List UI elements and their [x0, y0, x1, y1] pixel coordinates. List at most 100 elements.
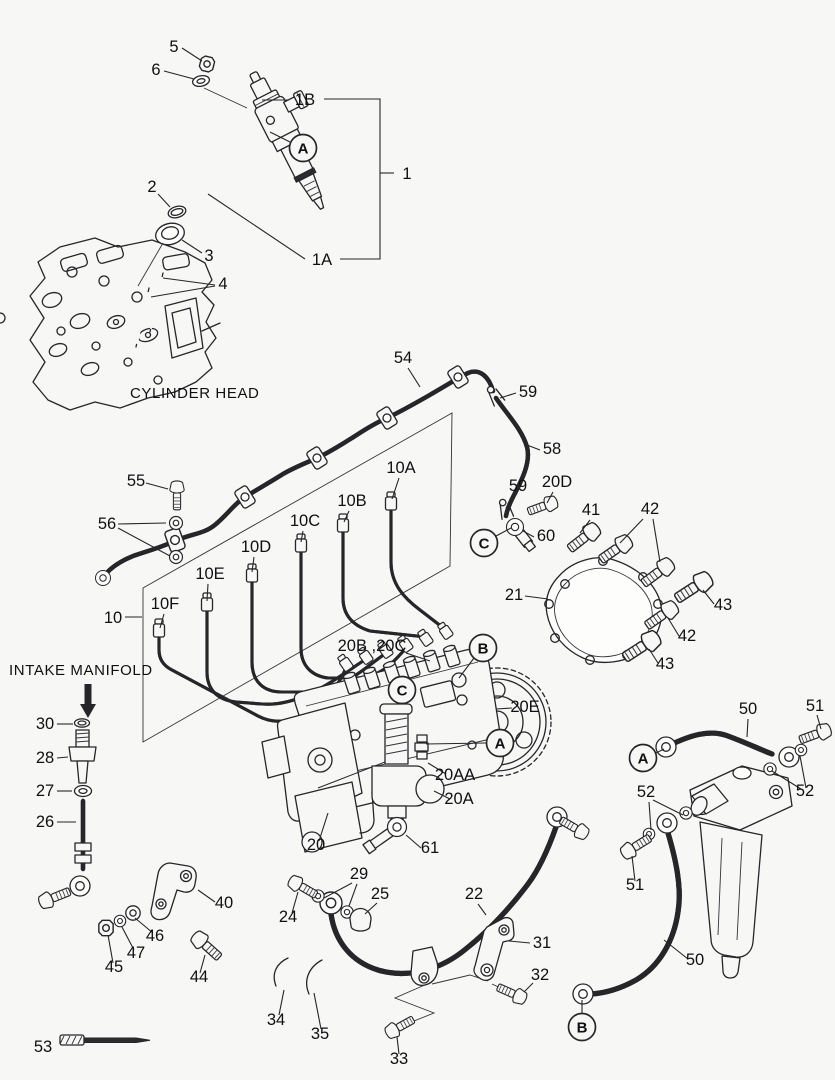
- part-label-55: 55: [127, 472, 145, 490]
- part-label-54: 54: [394, 349, 412, 367]
- leader-line: [396, 1036, 400, 1055]
- part-label-53: 53: [34, 1038, 52, 1056]
- hook-35: [306, 959, 323, 995]
- leader-line: [816, 714, 822, 730]
- hose-clamp-22: [410, 946, 439, 987]
- part-label-59: 59: [519, 383, 537, 401]
- leader-line: [199, 954, 206, 974]
- part-label-20D: 20D: [542, 473, 572, 491]
- nut-45: [98, 919, 114, 937]
- leader-line: [652, 518, 661, 563]
- nozzle-cup-3: [137, 222, 185, 287]
- part-label-4: 4: [218, 275, 227, 293]
- part-label-1A: 1A: [312, 251, 332, 269]
- pipe-nut-10a: [384, 491, 398, 511]
- leader-line: [291, 891, 299, 914]
- callout-circle-a: A: [485, 728, 515, 758]
- part-label-22: 22: [465, 885, 483, 903]
- svg-text:B: B: [478, 641, 489, 658]
- part-label-28: 28: [36, 749, 54, 767]
- part-label-20A: 20A: [444, 790, 473, 808]
- leader-line: [181, 47, 203, 62]
- washer-56b: [168, 549, 184, 565]
- fuel-filter-assembly: [572, 720, 834, 1005]
- part-label-35: 35: [311, 1025, 329, 1043]
- leader-line: [251, 556, 255, 573]
- leader-line: [121, 926, 135, 951]
- part-label-47: 47: [127, 944, 145, 962]
- svg-text:C: C: [479, 536, 490, 553]
- washer-52c: [679, 806, 693, 820]
- leader-line: [771, 770, 802, 790]
- leader-line: [495, 707, 513, 710]
- callout-leader: [495, 527, 512, 537]
- leader-line: [159, 613, 165, 629]
- part-label-10A: 10A: [386, 459, 415, 477]
- part-label-50: 50: [686, 951, 704, 969]
- svg-text:B: B: [577, 1020, 588, 1037]
- callout-circle-b: B: [468, 633, 498, 663]
- part-label-3: 3: [204, 247, 213, 265]
- injector-nut-5: [197, 54, 217, 74]
- leader-line: [631, 855, 636, 882]
- part-label-56: 56: [98, 515, 116, 533]
- callout-circle-c: C: [387, 675, 417, 705]
- part-label-58: 58: [543, 440, 561, 458]
- feed-pump-20a: [371, 703, 445, 826]
- washer-52b: [763, 762, 777, 776]
- svg-text:A: A: [495, 736, 506, 753]
- callout-leader: [269, 131, 291, 143]
- banjo-eye-50-lower-top: [656, 812, 678, 834]
- leader-line: [391, 477, 400, 500]
- leader-line: [323, 882, 353, 899]
- part-label-1B: 1B: [295, 91, 315, 109]
- leader-line: [652, 799, 684, 816]
- callout-circle-b: B: [567, 1012, 597, 1042]
- hook-34: [273, 957, 289, 987]
- part-label-20: 20: [307, 836, 325, 854]
- filter-head: [689, 765, 793, 831]
- part-label-45: 45: [105, 958, 123, 976]
- banjo-eye-50-upper-left: [655, 736, 677, 758]
- part-label-29: 29: [350, 865, 368, 883]
- part-label-40: 40: [215, 894, 233, 912]
- part-label-50: 50: [739, 700, 757, 718]
- cleaning-rod-53: [59, 1034, 151, 1046]
- part-label-42: 42: [678, 627, 696, 645]
- o-ring-2: [167, 205, 187, 219]
- intake-manifold-text: INTAKE MANIFOLD: [9, 662, 153, 679]
- banjo-union-60: [505, 517, 537, 553]
- pipe-nut-10d: [245, 563, 259, 583]
- leader-line: [318, 812, 329, 842]
- part-label-25: 25: [371, 885, 389, 903]
- bracket-40-hardware: [98, 862, 226, 965]
- part-label-10: 10: [104, 609, 122, 627]
- callout-circle-c: C: [469, 528, 499, 558]
- leader-line: [157, 193, 171, 208]
- part-label-31: 31: [533, 934, 551, 952]
- leader-line: [663, 939, 689, 960]
- overflow-fitting-b-target: [451, 672, 467, 688]
- leader-line: [181, 239, 203, 254]
- part-label-21: 21: [505, 586, 523, 604]
- washer-56a: [168, 515, 184, 531]
- leader-line: [206, 583, 209, 602]
- leader-line: [343, 510, 350, 523]
- leader-line: [405, 834, 422, 849]
- part-label-34: 34: [267, 1011, 285, 1029]
- leader-line: [799, 755, 807, 789]
- leader-line: [499, 392, 517, 399]
- part-label-46: 46: [146, 927, 164, 945]
- cylinder-head-drawing: [0, 237, 221, 411]
- part-label-30: 30: [36, 715, 54, 733]
- part-label-60: 60: [537, 527, 555, 545]
- leader-line: [508, 940, 531, 944]
- leader-line: [56, 756, 69, 759]
- part-label-6: 6: [151, 61, 160, 79]
- fuel-hose-58: [484, 382, 561, 553]
- intake-manifold-arrow: [80, 684, 96, 718]
- leader-line: [197, 889, 216, 903]
- leader-line: [207, 193, 306, 260]
- return-hose-22-assembly: [273, 806, 592, 1042]
